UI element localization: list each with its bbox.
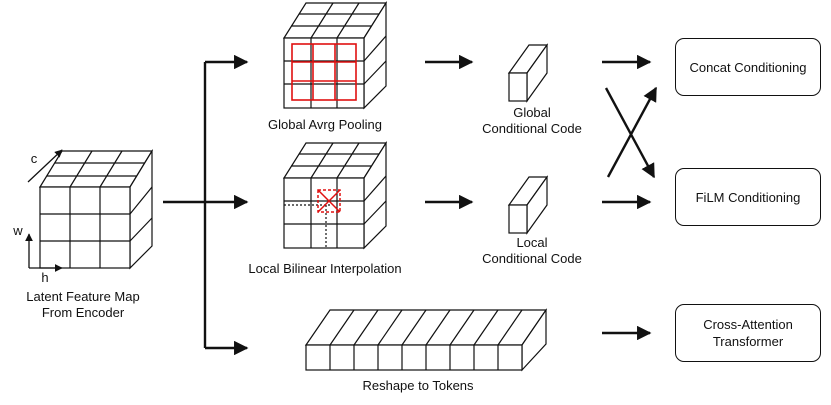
local-code-label: Local Conditional Code: [452, 235, 612, 267]
conditioning-arrows: [602, 54, 658, 341]
local-code-line1: Local: [516, 235, 548, 250]
axes-icon: [25, 149, 63, 272]
global-pooling-cube: [282, 0, 388, 110]
global-code-label: Global Conditional Code: [452, 105, 612, 137]
local-code-line2: Conditional Code: [482, 251, 582, 266]
axis-c-label: c: [30, 151, 38, 166]
local-code-block: [507, 175, 549, 235]
interp-red-marker: [317, 189, 341, 213]
concat-conditioning-box: Concat Conditioning: [675, 38, 821, 96]
global-pooling-label: Global Avrg Pooling: [268, 117, 382, 132]
encoder-map-line2: From Encoder: [41, 305, 125, 320]
global-code-line1: Global: [513, 105, 551, 120]
latent-feature-cube: [38, 148, 154, 270]
global-code-block: [507, 43, 549, 103]
cross-attention-box: Cross-Attention Transformer: [675, 304, 821, 362]
cross-attention-line1: Cross-Attention: [703, 317, 793, 332]
code-arrows: [425, 54, 474, 210]
encoder-map-line1: Latent Feature Map: [26, 289, 140, 304]
cross-attention-line2: Transformer: [712, 334, 784, 349]
local-interp-cube: [282, 140, 388, 250]
film-conditioning-label: FiLM Conditioning: [695, 189, 801, 205]
token-sequence: [304, 308, 548, 372]
reshape-label: Reshape to Tokens: [362, 378, 474, 393]
axis-w-label: w: [13, 223, 23, 238]
local-interp-label: Local Bilinear Interpolation: [248, 261, 402, 276]
interp-dotted-guides: [284, 204, 330, 248]
film-conditioning-box: FiLM Conditioning: [675, 168, 821, 226]
axis-h-label: h: [41, 270, 49, 285]
global-code-line2: Conditional Code: [482, 121, 582, 136]
concat-conditioning-label: Concat Conditioning: [689, 59, 807, 75]
pooling-red-grid: [291, 43, 357, 101]
branch-connectors: [163, 54, 249, 356]
encoder-map-label: Latent Feature Map From Encoder: [8, 289, 158, 321]
